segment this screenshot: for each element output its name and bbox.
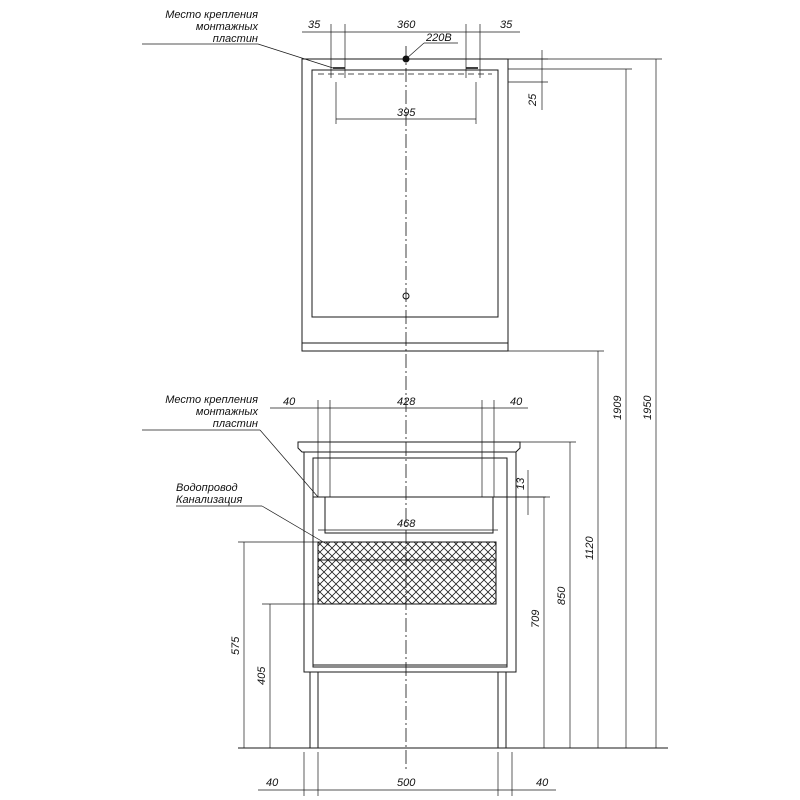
- dim-basin-thickness: 13: [515, 477, 527, 490]
- mirror: [301, 24, 548, 352]
- dim-height-405: 405: [256, 666, 268, 685]
- dim-bottom-left: 40: [266, 777, 279, 789]
- countertop: [297, 441, 521, 453]
- note-mount-mid-line3: пластин: [213, 418, 258, 430]
- dim-height-709: 709: [530, 610, 542, 628]
- dim-mirror-plate: 395: [397, 107, 416, 119]
- note-mount-mid-line2: монтажных: [196, 406, 259, 418]
- dim-bottom-right: 40: [536, 777, 549, 789]
- dim-cab-center: 428: [397, 396, 416, 408]
- dim-top-right: 35: [500, 19, 513, 31]
- note-mount-top-line2: монтажных: [196, 21, 259, 33]
- note-water: Водопровод: [176, 482, 238, 494]
- dim-basin-width: 468: [397, 518, 416, 530]
- dim-top-left: 35: [308, 19, 321, 31]
- mirror-outer-frame: [301, 58, 509, 352]
- dim-bottom-center: 500: [397, 777, 416, 789]
- cabinet-body: [303, 451, 517, 673]
- note-mount-top-line3: пластин: [213, 33, 258, 45]
- power-label: 220В: [425, 32, 452, 44]
- dim-mirror-offset: 25: [527, 93, 539, 107]
- cabinet-inner: [312, 457, 508, 668]
- basket-drawer: [317, 541, 497, 605]
- dim-height-1120: 1120: [584, 535, 596, 560]
- note-sewer: Канализация: [176, 494, 242, 506]
- mirror-inner-frame: [311, 69, 499, 318]
- vanity-cabinet: [297, 441, 521, 748]
- height-dims: [238, 58, 662, 748]
- dim-height-1909: 1909: [612, 396, 624, 420]
- cabinet-top-dims: [270, 400, 528, 497]
- dim-height-575: 575: [230, 636, 242, 655]
- dim-height-1950: 1950: [642, 395, 654, 420]
- dim-top-center: 360: [397, 19, 416, 31]
- note-mount-top-line1: Место крепления: [165, 9, 258, 21]
- bottom-dims: [258, 752, 556, 796]
- dim-height-850: 850: [556, 586, 568, 605]
- note-mount-mid-line1: Место крепления: [165, 394, 258, 406]
- dim-cab-right: 40: [510, 396, 523, 408]
- dim-cab-left: 40: [283, 396, 296, 408]
